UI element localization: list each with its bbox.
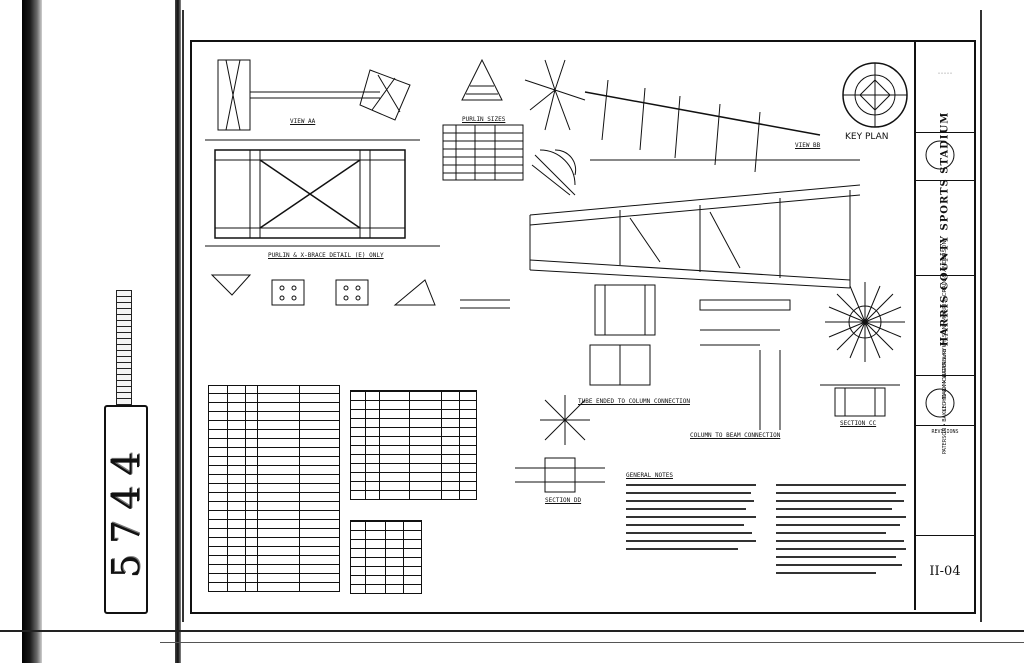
radial-detail-1 <box>524 59 586 196</box>
label-section-dd: SECTION DD <box>545 497 582 504</box>
title-block-seal <box>916 132 974 181</box>
title-block-revisions: REVISIONS <box>916 425 974 536</box>
title-block-sheet: II-04 <box>916 535 974 611</box>
label-column-to-beam: COLUMN TO BEAM CONNECTION <box>690 432 781 439</box>
view-aa-detail <box>217 59 411 131</box>
scan-margin: 5744 <box>0 0 181 663</box>
label-tube-ended: TUBE ENDED TO COLUMN CONNECTION <box>578 398 690 405</box>
key-plan-diagram <box>842 62 908 128</box>
small-sections <box>210 274 510 309</box>
revisions-label: REVISIONS <box>931 429 959 435</box>
key-plan-label: KEY PLAN <box>845 132 889 142</box>
label-purlin-sizes: PURLIN SIZES <box>462 116 506 123</box>
view-bb-truss <box>584 79 860 173</box>
sheet-tag: 5744 <box>104 405 148 614</box>
title-block-architects: LLOYD & MORGAN and WILSON, MORRIS, CRAIN… <box>916 240 974 412</box>
bottom-rule <box>0 630 1024 632</box>
engineer-seal-bottom <box>925 388 955 418</box>
title-block: ····· HARRIS COUNTY SPORTS STADIUM LLOYD… <box>914 40 974 610</box>
strip-divider <box>175 0 181 663</box>
general-notes-block <box>626 478 911 588</box>
scale-ruler <box>116 290 132 412</box>
title-block-engineers: PATERSON • BAKKE • MACK • WATERBURY <box>916 348 974 454</box>
column-connection <box>589 284 791 430</box>
label-section-cc: SECTION CC <box>840 420 877 427</box>
outer-frame <box>182 10 982 622</box>
bottom-rule-secondary <box>160 642 1024 643</box>
member-schedule-table-3 <box>350 520 422 594</box>
member-schedule-table-1 <box>208 385 340 592</box>
engineer-seal-top <box>925 140 955 170</box>
purlin-bracing-elevation <box>205 139 440 247</box>
label-general-notes: GENERAL NOTES <box>626 472 673 479</box>
member-schedule-table-2 <box>350 390 477 500</box>
radial-detail-2 <box>825 282 905 362</box>
label-view-aa: VIEW AA <box>290 118 316 125</box>
girder-elevation <box>529 184 861 289</box>
label-purlin-bracing: PURLIN & X-BRACE DETAIL (E) ONLY <box>268 252 384 259</box>
label-view-bb: VIEW BB <box>795 142 821 149</box>
tube-ended-detail <box>540 395 590 445</box>
film-edge <box>22 0 42 663</box>
section-dd-detail <box>515 457 605 493</box>
purlin-section <box>461 58 503 101</box>
title-block-firm: ····· <box>916 40 974 133</box>
sheet-number: II-04 <box>929 564 961 579</box>
title-block-project: HARRIS COUNTY SPORTS STADIUM <box>916 111 974 346</box>
section-cc-detail <box>820 384 900 417</box>
